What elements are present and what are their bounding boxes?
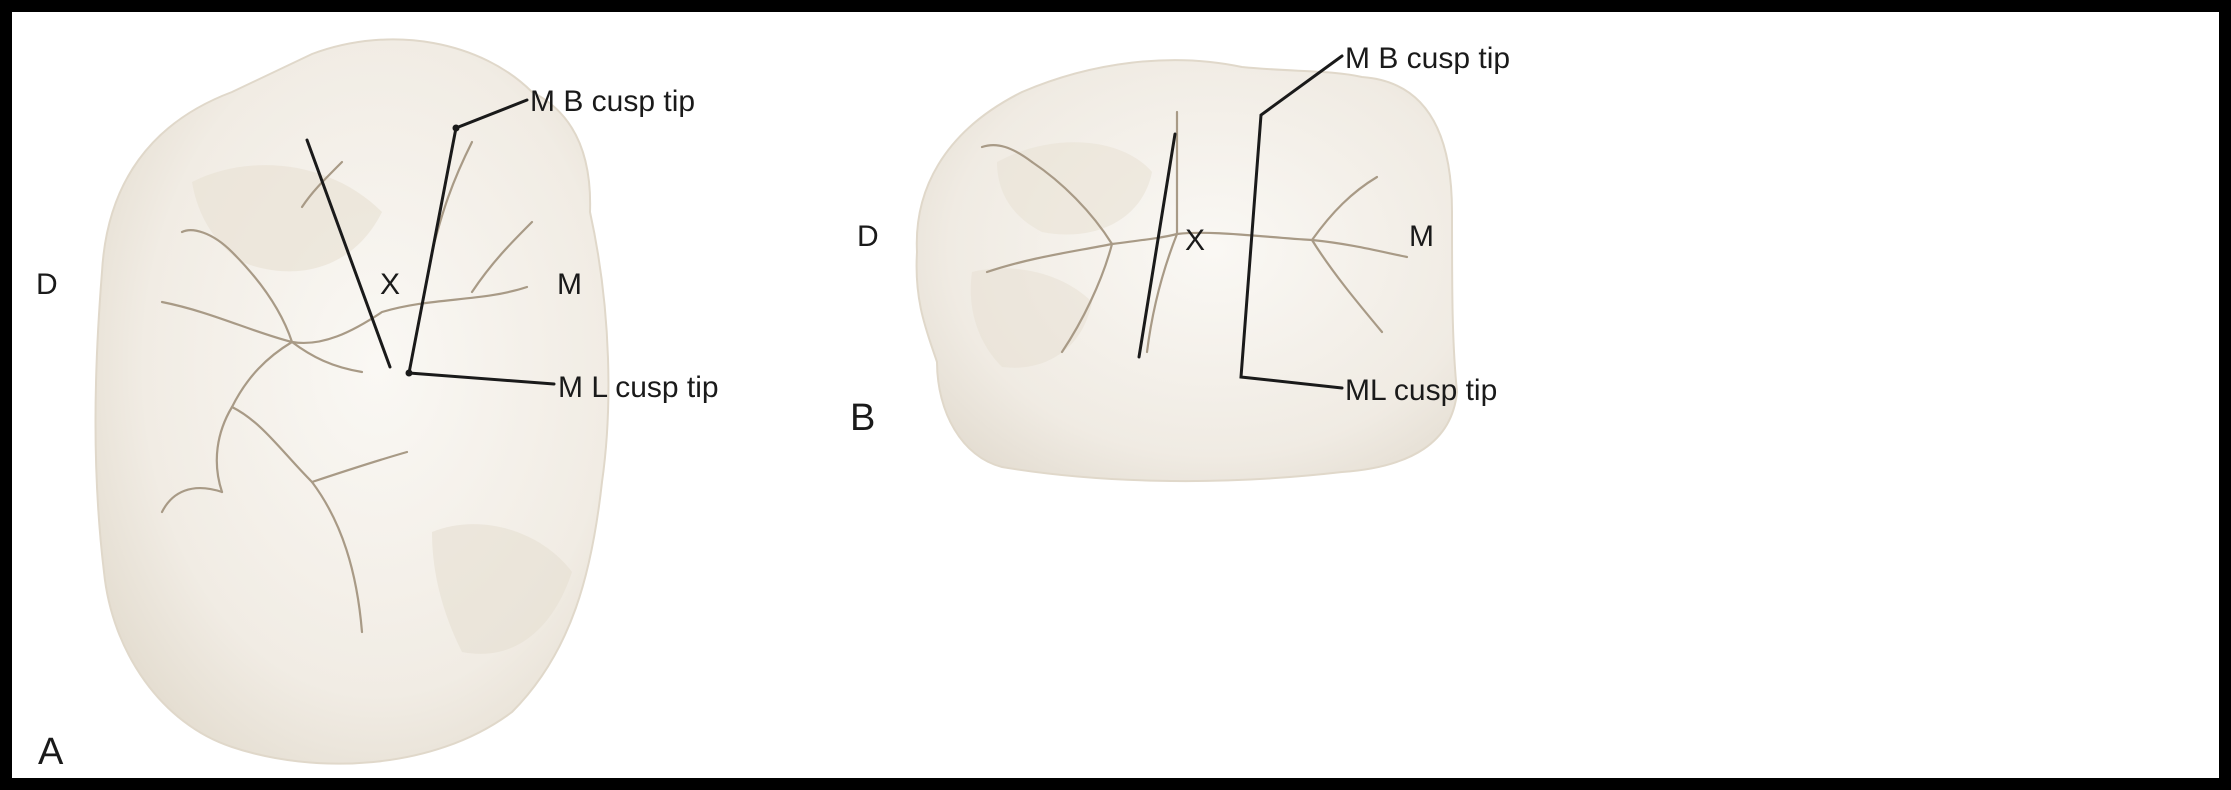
tooth-b-distal-label: D — [857, 220, 879, 253]
tooth-a-mesial-label: M — [557, 268, 582, 301]
tooth-b-center-mark: X — [1185, 224, 1205, 257]
tooth-a-ml-cusp-dot — [406, 370, 413, 377]
tooth-a-mb-cusp-dot — [453, 125, 460, 132]
tooth-a-crown — [96, 39, 609, 763]
panel-a-letter: A — [38, 731, 64, 773]
tooth-a-distal-label: D — [36, 268, 58, 301]
tooth-a-center-mark: X — [380, 268, 400, 301]
tooth-b-mesial-label: M — [1409, 220, 1434, 253]
panel-a: D M X M B cusp tip M L cusp tip A — [36, 39, 719, 773]
tooth-diagram: D M X M B cusp tip M L cusp tip A — [12, 12, 2219, 778]
tooth-a-mb-cusp-label: M B cusp tip — [530, 85, 695, 118]
tooth-a-ml-cusp-label: M L cusp tip — [558, 371, 719, 404]
figure-canvas: D M X M B cusp tip M L cusp tip A — [12, 12, 2219, 778]
panel-b-letter: B — [850, 397, 875, 439]
panel-b: D M X M B cusp tip ML cusp tip B — [850, 42, 1510, 481]
tooth-b-ml-cusp-label: ML cusp tip — [1345, 374, 1497, 407]
tooth-b-mb-cusp-label: M B cusp tip — [1345, 42, 1510, 75]
